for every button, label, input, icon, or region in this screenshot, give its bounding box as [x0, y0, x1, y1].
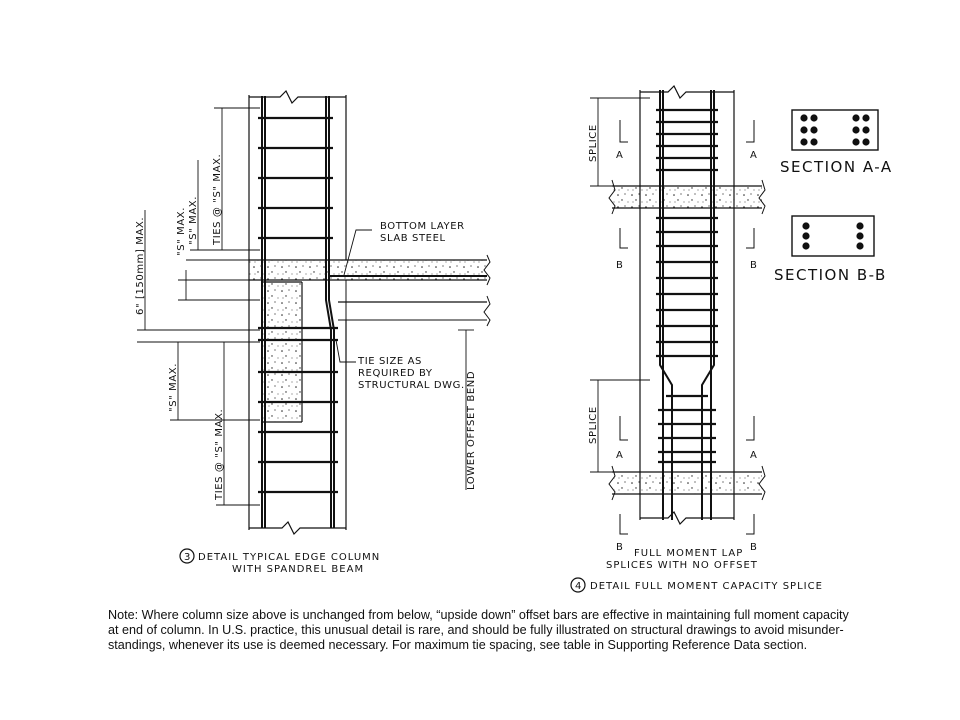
detail-4-splice: [570, 84, 879, 593]
detail-4-caption: DETAIL FULL MOMENT CAPACITY SPLICE: [590, 581, 823, 592]
spandrel-beam: [262, 280, 491, 423]
lower-slab: [608, 465, 766, 501]
cut-a-upper-right: A: [750, 150, 757, 161]
section-bb-box: [791, 215, 875, 257]
s-lower-dimension: "S" MAX.: [168, 363, 179, 412]
cut-a-lower-right: A: [750, 450, 757, 461]
six-inch-dimension: 6" [150mm] MAX.: [135, 217, 146, 315]
dimension-lines: [137, 107, 474, 506]
bottom-layer-label-2: SLAB STEEL: [380, 233, 446, 244]
note-line-1: Note: Where column size above is unchang…: [108, 608, 849, 622]
ties-upper-dimension: TIES @ "S" MAX.: [212, 154, 223, 246]
s-upper-dimension: "S" MAX.: [188, 196, 199, 245]
longitudinal-bars-4: [659, 90, 715, 520]
column-outline-4: [639, 84, 735, 526]
callout-4-circle: [570, 577, 586, 593]
detail-3-edge-column: [137, 89, 491, 564]
section-cut-markers: [619, 120, 755, 535]
note-line-3: standings, whenever its use is deemed ne…: [108, 638, 808, 652]
cut-b-upper-right: B: [750, 260, 757, 271]
tie-size-label-3: STRUCTURAL DWG.: [358, 380, 465, 391]
leader-bottom-layer: [343, 229, 372, 276]
tie-size-label-1: TIE SIZE AS: [357, 356, 422, 367]
cut-a-upper-left: A: [616, 150, 623, 161]
slab: [249, 254, 491, 286]
detail-3-labels: BOTTOM LAYER SLAB STEEL TIE SIZE AS REQU…: [135, 154, 477, 575]
splice-lower-label: SPLICE: [588, 406, 599, 444]
lower-offset-bend-label: LOWER OFFSET BEND: [466, 371, 477, 490]
detail-3-caption-2: WITH SPANDREL BEAM: [232, 564, 364, 575]
section-aa-title: SECTION A-A: [780, 158, 893, 176]
cut-a-lower-left: A: [616, 450, 623, 461]
detail-3-caption-1: DETAIL TYPICAL EDGE COLUMN: [198, 552, 380, 563]
tie-size-label-2: REQUIRED BY: [358, 368, 433, 379]
cut-b-upper-left: B: [616, 260, 623, 271]
callout-3-circle: [179, 548, 195, 564]
s-small-dimension: "S" MAX.: [176, 207, 187, 256]
ties-upper: [258, 116, 333, 240]
detail-4-labels: SPLICE SPLICE A A B B A A B B SECTION A-…: [575, 124, 893, 592]
splice-dimensions: [590, 97, 650, 473]
column-outline: [248, 89, 347, 536]
cut-b-lower-right: B: [750, 542, 757, 553]
note-paragraph: Note: Where column size above is unchang…: [108, 608, 938, 653]
bottom-layer-label-1: BOTTOM LAYER: [380, 221, 465, 232]
ties-4: [656, 108, 718, 464]
upper-slab: [608, 179, 766, 215]
detail-4-subcaption-2: SPLICES WITH NO OFFSET: [606, 560, 758, 571]
ties-lower-dimension: TIES @ "S" MAX.: [214, 409, 225, 501]
callout-3-number: 3: [184, 552, 191, 563]
splice-upper-label: SPLICE: [588, 124, 599, 162]
section-bb-title: SECTION B-B: [774, 266, 887, 284]
cut-b-lower-left: B: [616, 542, 623, 553]
leader-tie-size: [335, 339, 356, 363]
section-aa-box: [791, 109, 879, 151]
note-line-2: at end of column. In U.S. practice, this…: [108, 623, 844, 637]
detail-4-subcaption-1: FULL MOMENT LAP: [634, 548, 743, 559]
callout-4-number: 4: [575, 581, 582, 592]
